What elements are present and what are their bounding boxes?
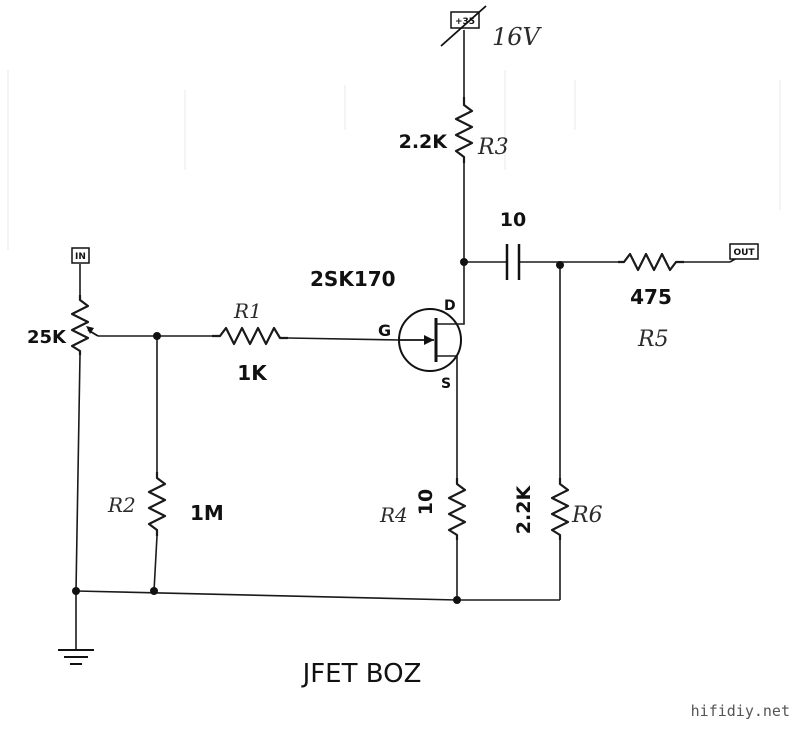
jfet-2sk170: 2SK170 G D S [310, 267, 465, 392]
cap-value: 10 [500, 209, 526, 231]
jfet-drain-label: D [444, 298, 456, 314]
junction-gate-node [153, 332, 161, 340]
r2-ref: R2 [107, 493, 136, 517]
resistor-r4: R4 10 [379, 478, 467, 540]
potentiometer-25k: 25K [27, 295, 99, 355]
supply-box-label: +35 [455, 17, 475, 27]
r2-value: 1M [190, 501, 224, 525]
r5-ref: R5 [637, 327, 669, 352]
r3-value: 2.2K [399, 131, 449, 153]
pot-value: 25K [27, 327, 67, 348]
wiring [75, 30, 743, 650]
jfet-source-label: S [441, 376, 451, 392]
schematic-title: JFET BOZ [301, 659, 422, 689]
r4-value: 10 [415, 489, 437, 515]
resistor-r5: 475 R5 [618, 252, 684, 352]
supply-handwritten-voltage: 16V [492, 23, 543, 51]
r4-ref: R4 [379, 503, 408, 527]
input-port: IN [71, 247, 90, 264]
scan-background [7, 70, 781, 250]
supply-terminal: +35 16V [440, 5, 543, 51]
in-port-label: IN [75, 252, 86, 262]
r1-value: 1K [237, 361, 268, 385]
r6-ref: R6 [571, 503, 603, 528]
r1-ref: R1 [233, 299, 262, 323]
jfet-model: 2SK170 [310, 267, 396, 291]
output-port: OUT [729, 243, 759, 260]
resistor-r2: R2 1M [107, 472, 224, 536]
junction-ground-left [72, 587, 80, 595]
site-credit: hifidiy.net [691, 702, 790, 720]
junction-output-node [556, 261, 564, 269]
r3-ref: R3 [477, 135, 509, 160]
r6-value: 2.2K [513, 485, 535, 535]
resistor-r6: 2.2K R6 [513, 478, 603, 540]
junction-drain-node [460, 258, 468, 266]
ground-symbol [58, 649, 94, 665]
junction-ground-r2 [150, 587, 158, 595]
resistor-r1: R1 1K [212, 299, 288, 385]
resistor-r3: 2.2K R3 [399, 97, 509, 163]
junction-ground-r4 [453, 596, 461, 604]
jfet-gate-label: G [378, 321, 391, 340]
out-port-label: OUT [733, 248, 755, 258]
r5-value: 475 [630, 285, 672, 309]
junction-dots [72, 258, 564, 604]
capacitor-coupling: 10 [500, 209, 526, 280]
